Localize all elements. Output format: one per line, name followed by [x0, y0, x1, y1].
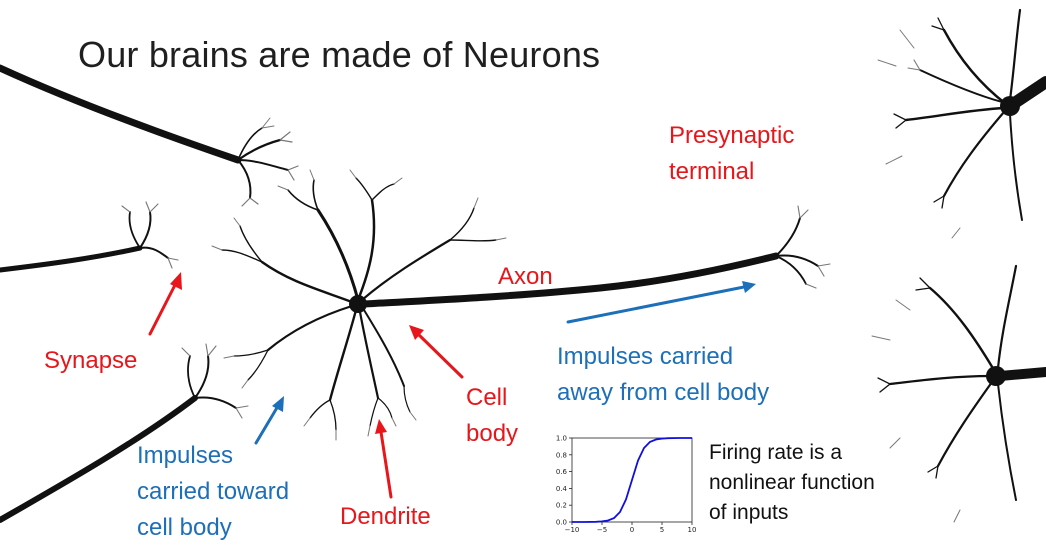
- body-label-line: body: [466, 420, 519, 447]
- presynaptic-terminal-label: Presynaptic terminal: [669, 118, 794, 190]
- firing-rate-line-1: Firing rate is a: [709, 441, 843, 464]
- upper-left-axon: [0, 64, 299, 207]
- x-tick-label: −10: [565, 526, 580, 534]
- synapse-label: Synapse: [44, 347, 138, 374]
- y-tick-label: 0.0: [556, 519, 567, 527]
- firing-rate-caption: Firing rate is a nonlinear function of i…: [709, 438, 875, 528]
- cell-label-line: Cell: [466, 384, 508, 411]
- impulses-toward-line-1: Impulses: [137, 442, 234, 469]
- dendrite-arrow: [379, 430, 393, 499]
- y-tick-label: 1.0: [556, 435, 567, 443]
- firing-rate-line-2: nonlinear function: [709, 471, 875, 494]
- sigmoid-curve: [572, 437, 692, 523]
- impulses-away-label: Impulses carried away from cell body: [557, 339, 769, 411]
- lower-right-neuron: [871, 264, 1046, 523]
- cell-body-arrow: [415, 331, 464, 379]
- impulses-away-line-2: away from cell body: [557, 379, 770, 406]
- axon-label: Axon: [498, 263, 553, 290]
- firing-rate-line-3: of inputs: [709, 501, 789, 524]
- presynaptic-terminal-branches: [775, 205, 831, 289]
- impulses-toward-line-2: carried toward: [137, 478, 290, 505]
- y-tick-label: 0.2: [556, 502, 567, 510]
- dendrite-label: Dendrite: [340, 503, 431, 530]
- synapse-arrow: [148, 281, 178, 336]
- red-arrows: [148, 272, 464, 499]
- upper-right-neuron: [877, 8, 1046, 239]
- sigmoid-chart: −10 −5 0 5 10 0.0 0.2 0.4 0.6 0.8 1.0: [556, 435, 697, 535]
- impulses-toward-arrow: [254, 404, 280, 445]
- lower-left-axon: [0, 343, 249, 523]
- x-tick-label: −5: [597, 526, 607, 534]
- impulses-away-line-1: Impulses carried: [557, 343, 734, 370]
- impulses-toward-label: Impulses carried toward cell body: [137, 438, 289, 546]
- y-tick-label: 0.6: [556, 468, 568, 476]
- blue-arrows: [254, 281, 756, 445]
- x-tick-label: 10: [688, 526, 697, 534]
- middle-left-axon: [0, 201, 179, 273]
- x-tick-label: 5: [660, 526, 664, 534]
- y-tick-label: 0.4: [556, 485, 568, 493]
- y-tick-label: 0.8: [556, 451, 567, 459]
- cell-body-label: Cell body: [466, 380, 518, 452]
- slide-title: Our brains are made of Neurons: [78, 34, 601, 75]
- terminal-label-line: terminal: [669, 158, 755, 185]
- central-neuron: [211, 169, 780, 441]
- x-tick-label: 0: [630, 526, 634, 534]
- impulses-away-arrow: [566, 285, 746, 324]
- impulses-toward-line-3: cell body: [137, 514, 232, 541]
- presynaptic-label-line: Presynaptic: [669, 122, 795, 149]
